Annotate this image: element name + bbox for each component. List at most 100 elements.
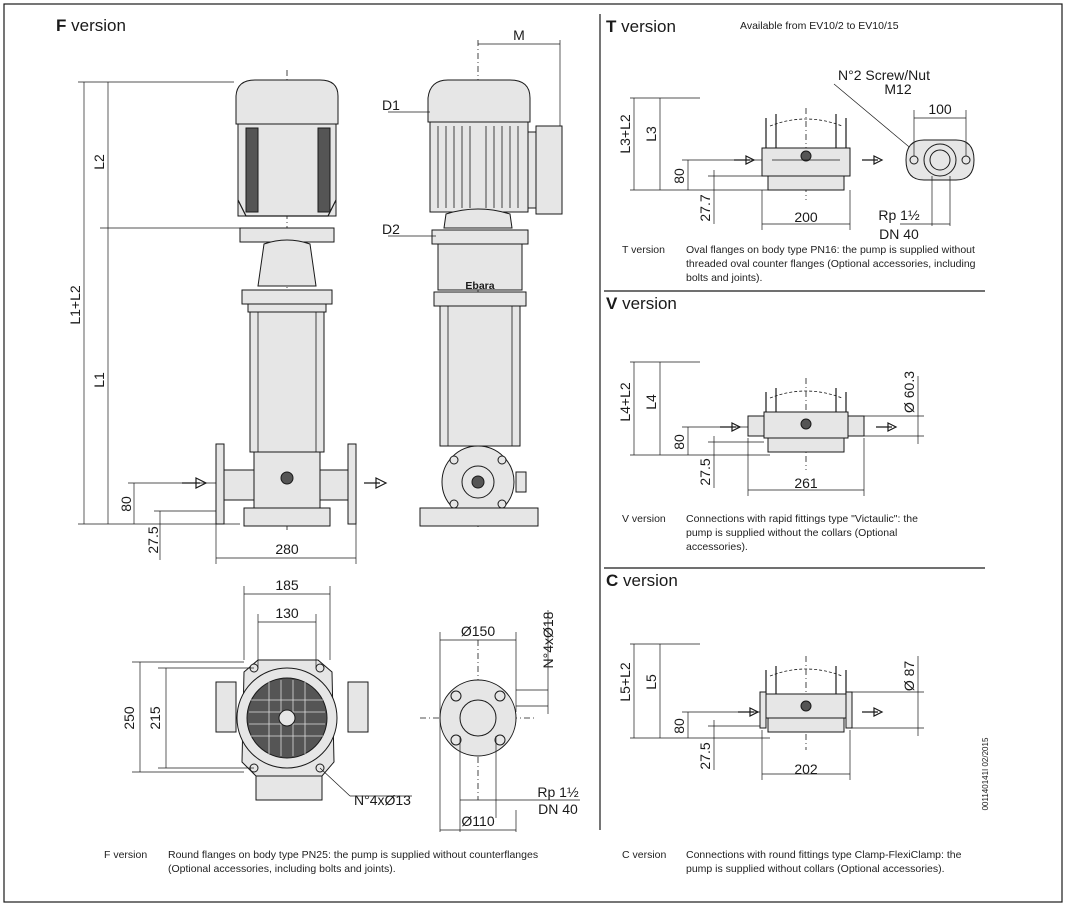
c-note-label: C version (622, 849, 667, 861)
v-dim-L4: L4 (643, 394, 659, 410)
v-dim-L4L2: L4+L2 (617, 382, 633, 422)
v-outlet-arrow (876, 422, 898, 432)
flange-bolt (449, 455, 459, 465)
dim-215: 215 (147, 706, 163, 730)
t-version-note: T version Oval flanges on body type PN16… (622, 243, 982, 287)
t-screw-size: M12 (884, 81, 911, 97)
side-flange-center (471, 475, 485, 489)
v-dim-d60-3: Ø 60.3 (901, 371, 917, 413)
side-lantern (437, 243, 523, 291)
top-foot (255, 775, 323, 801)
c-dim-80: 80 (671, 718, 687, 734)
c-dim-L5: L5 (643, 674, 659, 690)
top-shaft (278, 709, 296, 727)
c-dim-27-5: 27.5 (697, 742, 713, 769)
c-version-title: C version (606, 571, 678, 590)
dim-front-27-5: 27.5 (145, 526, 161, 553)
flange-bolt (497, 499, 507, 509)
outlet-flange (347, 443, 357, 525)
motor-bottom-taper (237, 199, 337, 217)
dim-L2: L2 (91, 154, 107, 170)
detail-bolt (450, 690, 462, 702)
dim-f-rp: Rp 1½ (537, 784, 579, 800)
detail-bolt (494, 690, 506, 702)
top-outlet-flange (347, 681, 369, 733)
flange-bolt (449, 499, 459, 509)
t-dim-L3L2: L3+L2 (617, 114, 633, 154)
pump-front-view (182, 70, 388, 530)
f-note-text: Round flanges on body type PN25: the pum… (168, 849, 539, 875)
detail-bolt (494, 734, 506, 746)
dim-D1: D1 (382, 97, 400, 113)
upper-head-lip (247, 303, 327, 313)
f-note-label: F version (104, 849, 148, 861)
c-dim-L5L2: L5+L2 (617, 662, 633, 702)
side-coupling (443, 208, 513, 229)
side-motor-body (429, 121, 529, 213)
dim-bolt-holes: N°4xØ18 (540, 611, 556, 668)
side-lantern-ring (431, 229, 529, 245)
dim-185: 185 (275, 577, 299, 593)
v-pump-sketch (747, 378, 865, 470)
motor-top-cap (235, 79, 339, 125)
v-dim-261: 261 (794, 475, 818, 491)
motor-shadow-right (317, 127, 331, 213)
lantern-body (257, 239, 317, 287)
mount-hole (315, 663, 325, 673)
t-dim-L3: L3 (643, 126, 659, 142)
side-base-plate (419, 507, 539, 527)
front-view-dimensions (78, 81, 357, 564)
side-view-dimensions (388, 40, 561, 237)
f-version-title: F version (56, 16, 126, 35)
dim-d110: Ø110 (461, 813, 494, 829)
terminal-box-neck (527, 131, 537, 209)
side-plug (515, 471, 527, 493)
top-view-dimensions (132, 586, 412, 797)
t-note-label: T version (622, 244, 665, 256)
t-dim-dn: DN 40 (879, 226, 919, 242)
v-dimensions (630, 361, 924, 496)
dim-L1: L1 (91, 372, 107, 388)
pump-side-view: Ebara (419, 40, 563, 530)
flange-bolt (497, 455, 507, 465)
side-column (439, 305, 521, 447)
upper-head (241, 289, 333, 305)
t-dim-80: 80 (671, 168, 687, 184)
f-version-note: F version Round flanges on body type PN2… (104, 848, 574, 878)
t-version-title: T version (606, 17, 676, 36)
dim-D2: D2 (382, 221, 400, 237)
v-dim-80: 80 (671, 434, 687, 450)
v-version-title: V version (606, 294, 677, 313)
pump-column (249, 311, 325, 453)
c-dim-d87: Ø 87 (901, 661, 917, 692)
t-note-text: Oval flanges on body type PN16: the pump… (686, 244, 976, 284)
outlet-pipe (319, 469, 349, 501)
c-version-note: C version Connections with round fitting… (622, 848, 992, 878)
dim-M: M (513, 27, 525, 43)
t-availability: Available from EV10/2 to EV10/15 (740, 20, 899, 32)
document-code: 001140141I 02/2015 (981, 737, 990, 810)
v-version-note: V version Connections with rapid fitting… (622, 512, 982, 556)
t-dimensions (630, 83, 921, 230)
c-outlet-arrow (862, 707, 884, 717)
dim-130: 130 (275, 605, 299, 621)
t-pump-sketch (761, 108, 851, 200)
t-dim-200: 200 (794, 209, 818, 225)
t-screw-label: N°2 Screw/Nut (838, 67, 930, 83)
dim-f-dn: DN 40 (538, 801, 578, 817)
t-outlet-arrow (862, 155, 884, 165)
dim-d150: Ø150 (461, 623, 495, 639)
flange-detail (420, 610, 580, 832)
v-dim-27-5: 27.5 (697, 458, 713, 485)
dim-L1-L2: L1+L2 (67, 285, 83, 325)
pump-top-view (215, 659, 369, 801)
terminal-box (535, 125, 563, 215)
side-motor-cap (427, 79, 531, 123)
outlet-flow-arrow (364, 477, 388, 489)
dim-holes: N°4xØ13 (354, 792, 411, 808)
detail-bore (459, 699, 497, 737)
drain-plug (280, 471, 294, 485)
t-dim-27-7: 27.7 (697, 194, 713, 221)
